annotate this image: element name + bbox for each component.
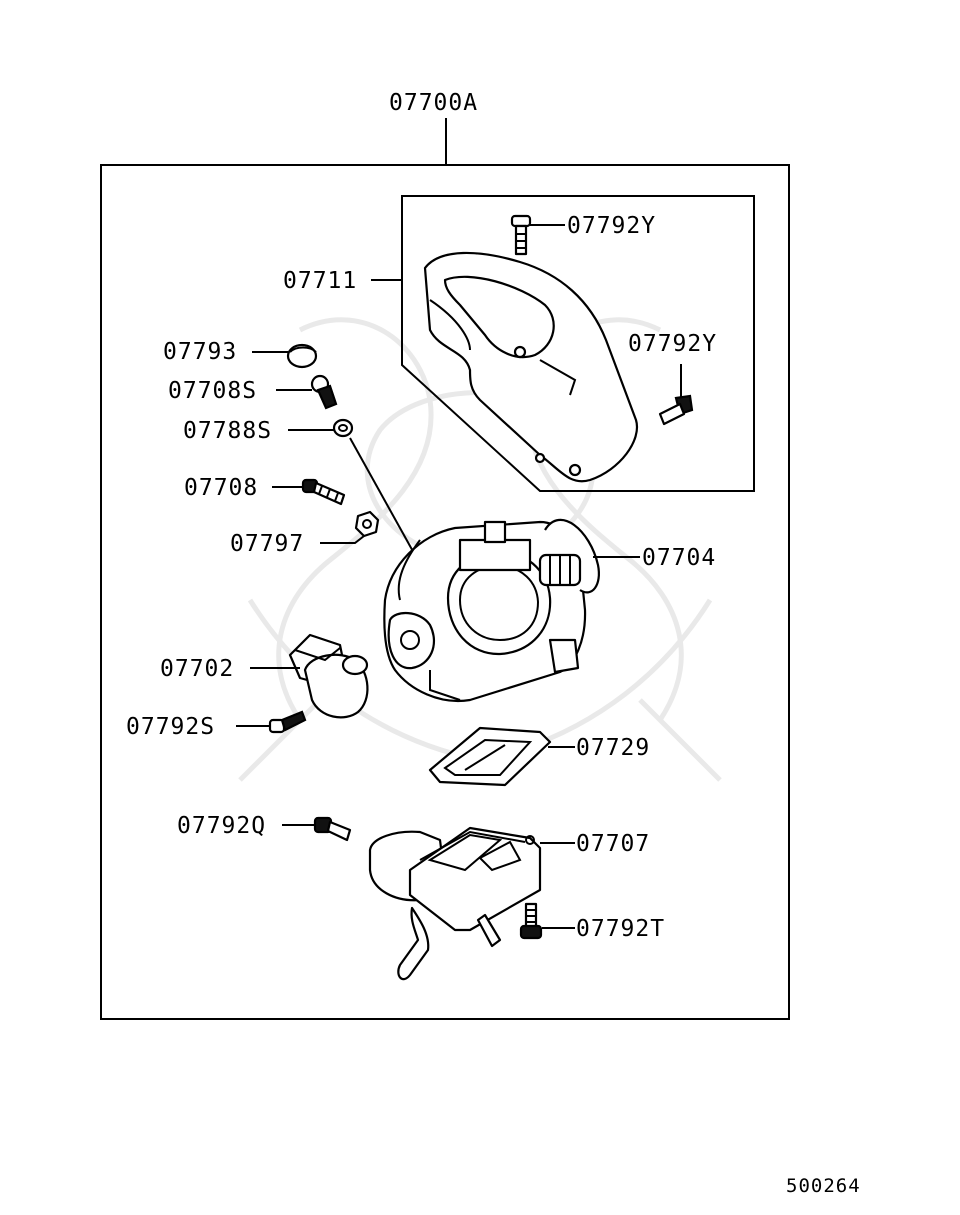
label-07792Y-right: 07792Y: [628, 331, 717, 357]
bolt-07792Y-top: [510, 214, 532, 256]
label-07788S: 07788S: [183, 418, 272, 444]
throttle-body-07704: [383, 518, 600, 703]
screw-07708: [301, 478, 346, 506]
label-07792T: 07792T: [576, 916, 665, 942]
cover-part-07711: [423, 251, 639, 483]
label-07729: 07729: [576, 735, 650, 761]
label-07792Q: 07792Q: [177, 813, 266, 839]
label-07707: 07707: [576, 831, 650, 857]
idle-air-control-07707: [368, 826, 542, 981]
label-07792Y-top: 07792Y: [567, 213, 656, 239]
gasket-07729: [428, 726, 552, 787]
figure-number: 500264: [786, 1175, 861, 1197]
label-07702: 07702: [160, 656, 234, 682]
label-07792S: 07792S: [126, 714, 215, 740]
assembly-label: 07700A: [389, 90, 478, 116]
screw-07708S: [310, 374, 338, 410]
sensor-07702: [288, 633, 369, 719]
washer-07788S: [332, 418, 354, 438]
bolt-07792Y-right: [658, 394, 694, 426]
label-07711: 07711: [283, 268, 357, 294]
screw-07792Q: [313, 816, 352, 842]
label-07708S: 07708S: [168, 378, 257, 404]
label-07793: 07793: [163, 339, 237, 365]
label-07708: 07708: [184, 475, 258, 501]
screw-07792T: [519, 902, 543, 940]
label-07704: 07704: [642, 545, 716, 571]
leader-07797: [320, 535, 365, 544]
label-07797: 07797: [230, 531, 304, 557]
cap-07793: [286, 343, 318, 369]
subassembly-frame: [401, 195, 755, 492]
nut-07797: [354, 510, 380, 538]
screw-07792S: [268, 710, 307, 734]
